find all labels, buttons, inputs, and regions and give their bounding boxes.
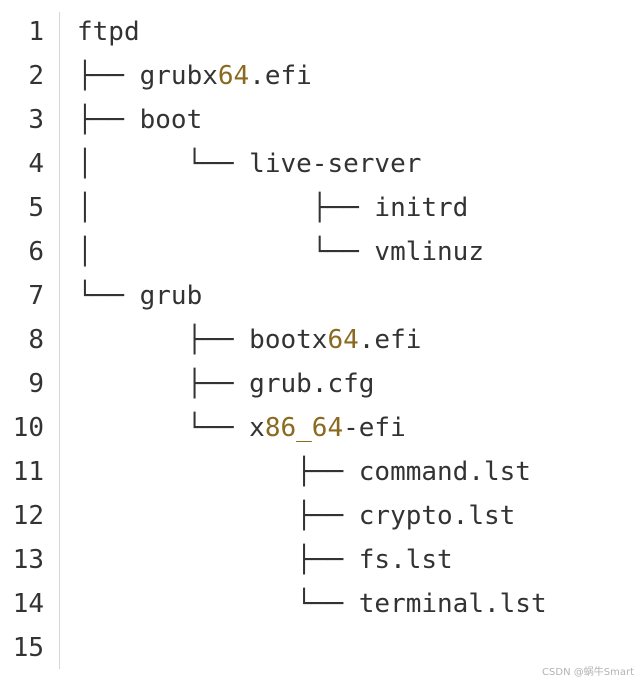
text-token: ftpd <box>77 17 140 47</box>
code-line: ftpd <box>77 10 547 54</box>
number-token: 64 <box>217 61 250 91</box>
line-number: 12 <box>12 501 44 531</box>
text-token: .efi <box>249 61 312 91</box>
text-token: ├── fs.lst <box>77 545 453 575</box>
watermark: CSDN @蜗牛Smart <box>542 667 634 678</box>
code-line: │ └── live-server <box>77 142 547 186</box>
line-number: 9 <box>28 369 44 399</box>
line-number: 14 <box>12 589 44 619</box>
number-token: 64 <box>327 325 359 355</box>
line-number: 6 <box>28 237 44 267</box>
code-line: └── x86_64-efi <box>77 406 547 450</box>
line-number: 7 <box>28 281 44 311</box>
line-number: 3 <box>28 105 44 135</box>
code-line: ├── grubx64.efi <box>77 54 547 98</box>
code-line <box>77 626 547 670</box>
code-line: └── grub <box>77 274 547 318</box>
text-token: ├── command.lst <box>77 457 531 487</box>
text-token: │ ├── initrd <box>77 193 469 223</box>
line-number: 11 <box>12 457 44 487</box>
text-token: └── grub <box>77 281 203 311</box>
code-line: └── terminal.lst <box>77 582 547 626</box>
code-lines[interactable]: ftpd├── grubx64.efi├── boot│ └── live-se… <box>77 10 547 670</box>
text-token: │ └── live-server <box>77 149 422 179</box>
line-number: 1 <box>28 17 44 47</box>
text-token: └── x <box>77 413 265 443</box>
gutter-divider <box>59 12 60 669</box>
line-number: 10 <box>12 413 44 443</box>
text-token: ├── grubx <box>77 61 218 91</box>
text-token: ├── bootx <box>77 325 328 355</box>
text-token: -efi <box>343 413 406 443</box>
line-number: 2 <box>28 61 44 91</box>
code-line: ├── fs.lst <box>77 538 547 582</box>
line-number: 4 <box>28 149 44 179</box>
code-line: ├── boot <box>77 98 547 142</box>
line-number: 5 <box>28 193 44 223</box>
text-token: │ └── vmlinuz <box>77 237 484 267</box>
number-token: 86_64 <box>264 413 344 443</box>
line-number: 8 <box>28 325 44 355</box>
code-line: ├── bootx64.efi <box>77 318 547 362</box>
code-line: │ ├── initrd <box>77 186 547 230</box>
code-line: ├── crypto.lst <box>77 494 547 538</box>
text-token: ├── boot <box>77 105 203 135</box>
text-token: └── terminal.lst <box>77 589 547 619</box>
line-number: 15 <box>12 633 44 663</box>
text-token: ├── crypto.lst <box>77 501 516 531</box>
code-line: │ └── vmlinuz <box>77 230 547 274</box>
text-token: .efi <box>358 325 422 355</box>
code-line: ├── grub.cfg <box>77 362 547 406</box>
text-token: ├── grub.cfg <box>77 369 375 399</box>
code-line: ├── command.lst <box>77 450 547 494</box>
line-number: 13 <box>12 545 44 575</box>
